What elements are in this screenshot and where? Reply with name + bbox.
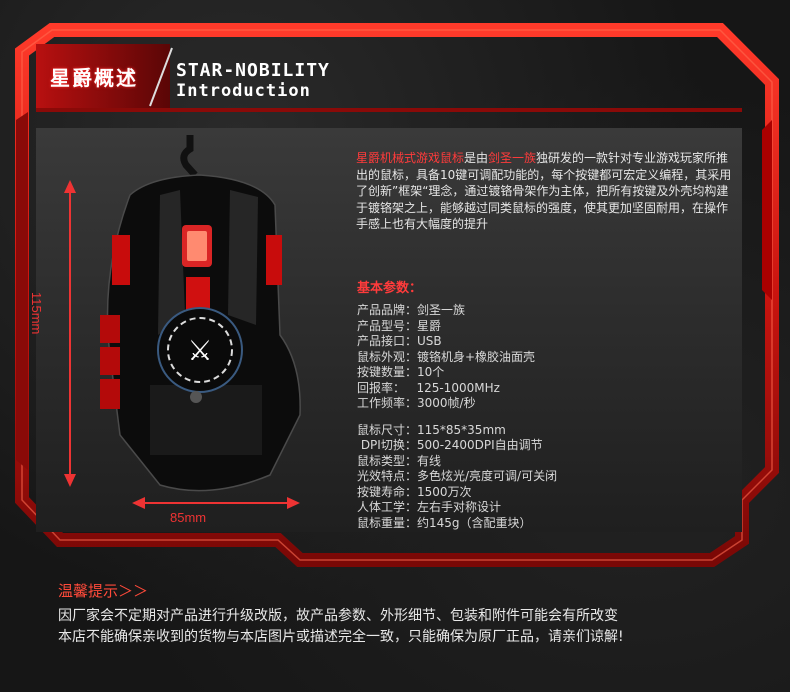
section-title-en: STAR-NOBILITY xyxy=(176,60,330,81)
notice-text: 因厂家会不定期对产品进行升级改版，故产品参数、外形细节、包装和附件可能会有所改变… xyxy=(58,606,758,648)
product-intro: 星爵机械式游戏鼠标是由剑圣一族独研发的一款针对专业游戏玩家所推出的鼠标，具备10… xyxy=(356,150,732,233)
params-list: 产品品牌：剑圣一族 产品型号：星爵 产品接口：USB 鼠标外观：镀铬机身+橡胶油… xyxy=(357,303,737,531)
intro-highlight-brand: 剑圣一族 xyxy=(488,151,537,165)
intro-highlight-product: 星爵机械式游戏鼠标 xyxy=(356,151,465,165)
notice-line: 因厂家会不定期对产品进行升级改版，故产品参数、外形细节、包装和附件可能会有所改变 xyxy=(58,608,618,624)
width-dimension-label: 85mm xyxy=(170,510,207,525)
param-item: 按键寿命：1500万次 xyxy=(357,484,472,499)
param-item: 鼠标尺寸：115*85*35mm xyxy=(357,422,506,437)
param-item: 光效特点：多色炫光/亮度可调/可关闭 xyxy=(357,469,558,483)
param-item: 产品品牌：剑圣一族 xyxy=(357,303,466,317)
section-title-zh: 星爵概述 xyxy=(50,66,138,90)
param-item: 按键数量：10个 xyxy=(357,365,445,379)
param-item: 产品型号：星爵 xyxy=(357,318,442,333)
param-item: 鼠标外观：镀铬机身+橡胶油面壳 xyxy=(357,349,536,364)
intro-text-1: 是由 xyxy=(464,151,489,165)
param-item: 人体工学：左右手对称设计 xyxy=(357,500,502,514)
section-subtitle-en: Introduction xyxy=(176,81,311,101)
mouse-illustration: ⚔ xyxy=(64,135,301,509)
param-item: 鼠标重量：约145g（含配重块） xyxy=(357,515,532,530)
param-item: 回报率： 125-1000MHz xyxy=(357,380,500,395)
height-dimension-label: 115mm xyxy=(29,292,44,335)
param-item: 产品接口：USB xyxy=(357,334,442,348)
params-gap xyxy=(357,412,737,423)
params-title: 基本参数： xyxy=(357,281,423,296)
notice-line: 本店不能确保亲收到的货物与本店图片或描述完全一致，只能确保为原厂正品，请亲们谅解… xyxy=(58,629,624,645)
param-item: DPI切换：500-2400DPI自由调节 xyxy=(357,438,543,452)
intro-text-2: 独研发的一款针对专业游戏玩家所推出的鼠标，具备10键可调配功能的，每个按键都可宏… xyxy=(356,151,732,231)
sword-emblem-icon: ⚔ xyxy=(187,334,212,367)
param-item: 工作频率：3000帧/秒 xyxy=(357,396,476,410)
notice-title: 温馨提示＞＞ xyxy=(58,582,149,600)
param-item: 鼠标类型：有线 xyxy=(357,453,442,468)
